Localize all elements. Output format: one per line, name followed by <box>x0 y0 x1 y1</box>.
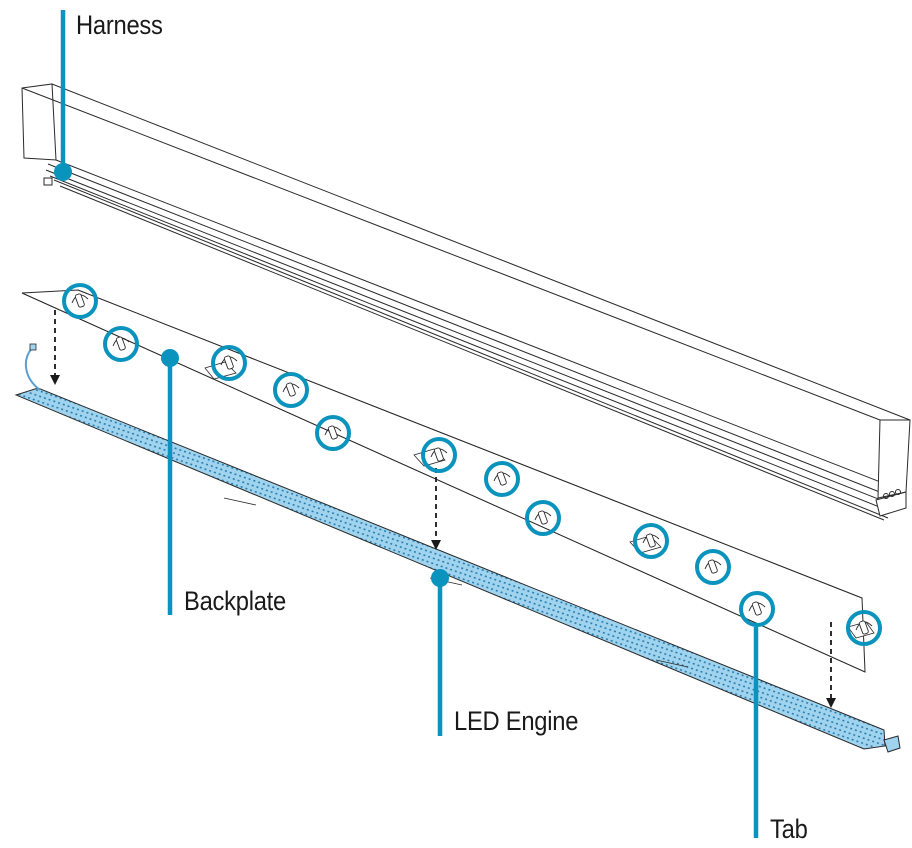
housing-far-end <box>877 419 911 499</box>
tab-marker <box>525 500 561 536</box>
tab-body <box>327 425 338 440</box>
tab-body <box>858 620 869 635</box>
tab-body <box>223 355 234 370</box>
tab-highlight-ring <box>633 523 669 559</box>
tab-body <box>285 382 296 397</box>
tab-highlight-ring <box>103 326 139 362</box>
tab-marker <box>421 437 457 473</box>
callouts <box>54 10 759 838</box>
backplate-callout-dot <box>161 349 179 367</box>
tab-highlight-ring <box>315 415 351 451</box>
assembly-arrows <box>50 310 836 708</box>
led-engine-board <box>14 387 886 750</box>
tab-body <box>496 471 507 486</box>
tab-body <box>433 447 444 462</box>
tab-marker <box>846 610 882 646</box>
housing-end-cap <box>21 83 57 161</box>
tab-marker <box>315 415 351 451</box>
backplate <box>21 289 875 673</box>
tab-highlight-ring <box>62 283 98 319</box>
tab-markers <box>62 283 882 646</box>
tab-highlight-ring <box>739 591 775 627</box>
led-engine-connector <box>883 735 901 753</box>
tab-marker <box>739 591 775 627</box>
tab-marker <box>273 372 309 408</box>
tab-label: Tab <box>770 814 808 844</box>
backplate-label: Backplate <box>184 586 286 616</box>
tab-marker <box>695 549 731 585</box>
tab-highlight-ring <box>421 437 457 473</box>
tab-marker <box>633 523 669 559</box>
harness-callout-dot <box>54 163 72 181</box>
tab-body <box>751 601 762 616</box>
led-engine <box>14 343 901 753</box>
housing <box>21 83 911 521</box>
led-engine-callout-dot <box>431 569 449 587</box>
led-engine-label: LED Engine <box>454 706 579 736</box>
tab-body <box>74 293 85 308</box>
tab-highlight-ring <box>211 345 247 381</box>
tab-highlight-ring <box>846 610 882 646</box>
tab-marker <box>211 345 247 381</box>
tab-highlight-ring <box>273 372 309 408</box>
tab-marker <box>62 283 98 319</box>
tab-body <box>645 533 656 548</box>
tab-highlight-ring <box>695 549 731 585</box>
tab-body <box>707 559 718 574</box>
tab-body <box>537 510 548 525</box>
harness-label: Harness <box>76 10 163 40</box>
wire-lead <box>24 347 41 391</box>
tab-body <box>115 336 126 351</box>
tab-highlight-ring <box>525 500 561 536</box>
tab-marker <box>484 461 520 497</box>
tab-highlight-ring <box>484 461 520 497</box>
tab-marker <box>103 326 139 362</box>
